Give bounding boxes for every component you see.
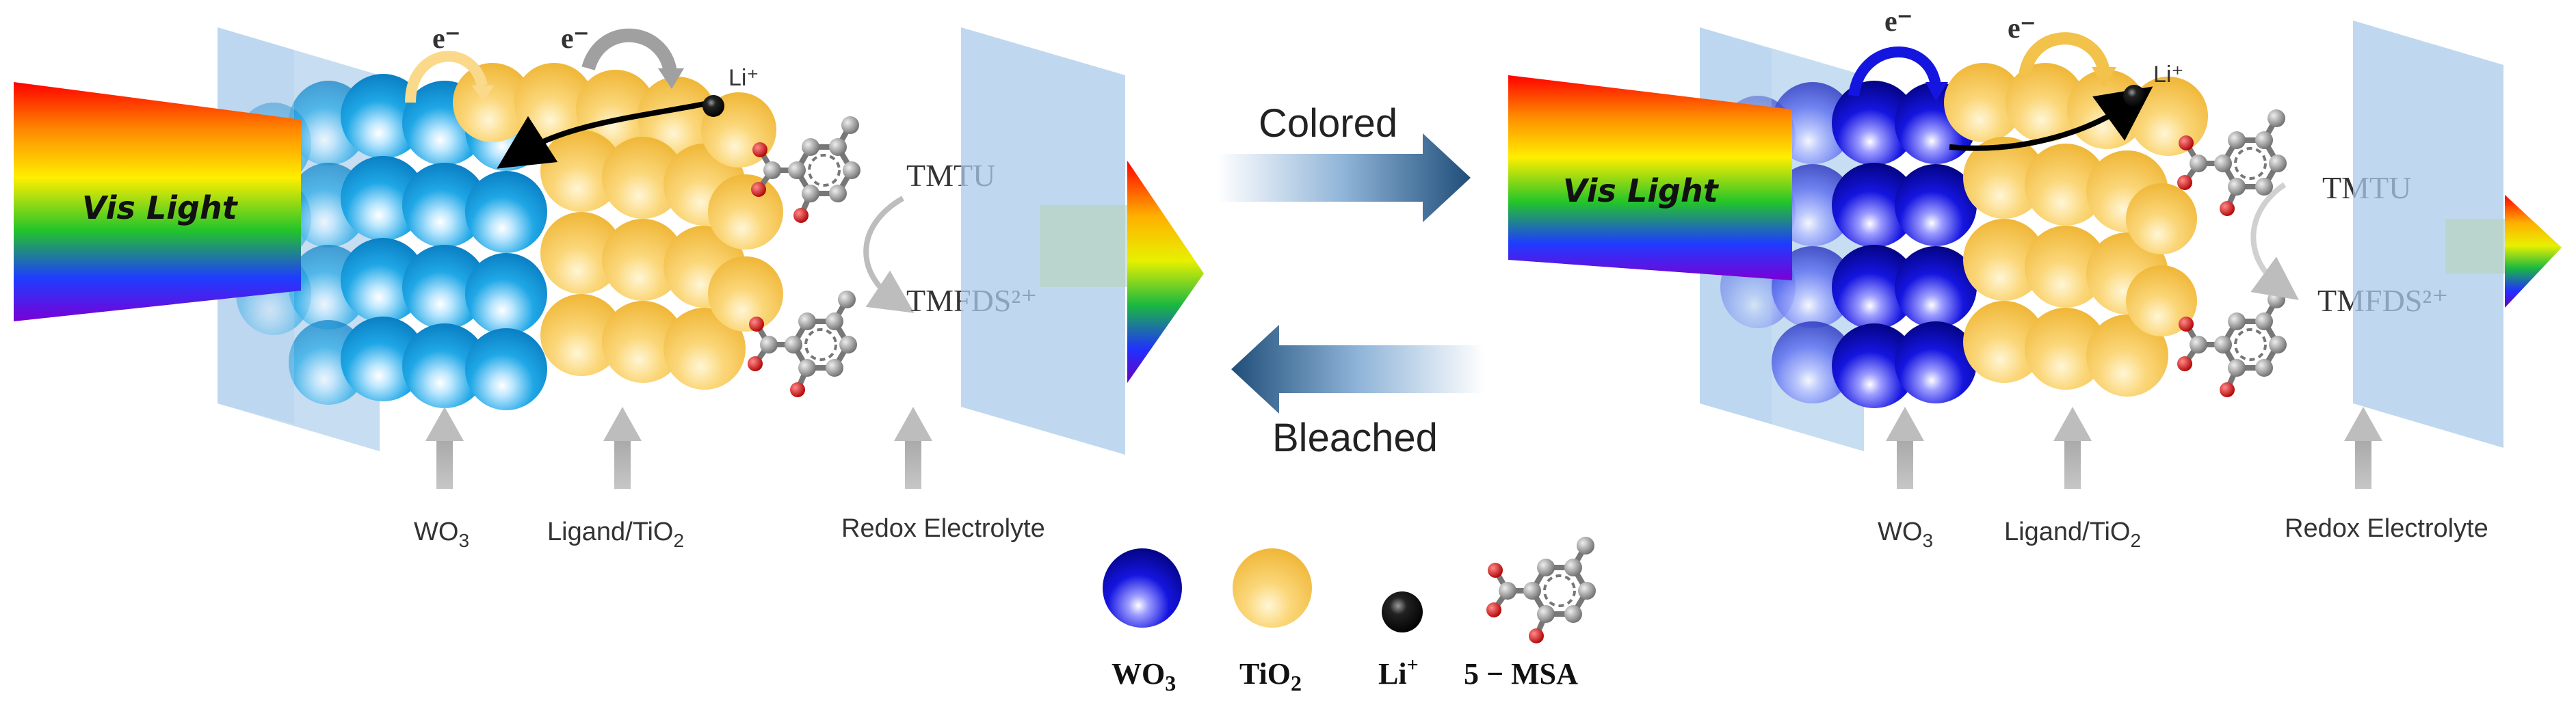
left-ligand-label: Ligand/TiO2 — [547, 518, 684, 551]
left-redox-arrow — [863, 196, 915, 313]
left-electron-arrow-1 — [405, 51, 488, 103]
right-redox-arrow — [2250, 182, 2299, 300]
right-electron-label-2: e⁻ — [2008, 13, 2036, 44]
right-vis-light-beam — [1508, 75, 1792, 280]
left-panel: Vis Light e⁻ e⁻ Li⁺ TMTU TMFDS²⁺ — [14, 23, 1204, 551]
right-wo3-label: WO3 — [1878, 518, 1933, 551]
right-li-label: Li⁺ — [2153, 62, 2183, 88]
center-state-arrows: Colored Bleached — [1218, 101, 1484, 460]
left-vis-light-beam — [14, 82, 301, 321]
left-li-ion — [702, 95, 724, 117]
colored-arrow — [1218, 133, 1471, 222]
legend-msa-label: 5 − MSA — [1464, 657, 1578, 691]
right-panel: Vis Light e⁻ e⁻ Li⁺ TMTU TMFDS²⁺ WO3 — [1508, 6, 2562, 551]
legend-li-swatch — [1382, 591, 1423, 632]
left-pointer-arrows — [425, 407, 932, 489]
bleached-arrow — [1231, 325, 1484, 414]
legend-tio2-label: TiO2 — [1239, 657, 1302, 695]
left-electrolyte-label: Redox Electrolyte — [841, 514, 1045, 543]
right-electron-arrow-1 — [1848, 46, 1941, 97]
right-electrolyte-label: Redox Electrolyte — [2285, 514, 2488, 543]
left-wo3-label: WO3 — [414, 518, 469, 551]
legend-wo3-swatch — [1103, 548, 1182, 628]
right-electron-arrow-2 — [2019, 32, 2110, 77]
right-ligand-label: Ligand/TiO2 — [2004, 518, 2141, 551]
left-wo3-layer — [236, 74, 547, 410]
left-electron-arrow-2 — [581, 28, 677, 74]
legend-li-label: Li+ — [1378, 654, 1419, 691]
left-tio2-layer — [453, 63, 783, 390]
right-vis-light-label: Vis Light — [1563, 172, 1720, 209]
right-li-migration-arrow — [1949, 86, 2153, 151]
left-li-label: Li⁺ — [728, 65, 759, 91]
right-electron-label-1: e⁻ — [1884, 6, 1913, 38]
colored-label: Colored — [1259, 101, 1397, 146]
bleached-label: Bleached — [1272, 416, 1438, 460]
right-glass-back — [2353, 21, 2503, 448]
right-output-light — [2505, 195, 2562, 308]
legend-tio2-swatch — [1233, 548, 1312, 628]
legend: WO3 TiO2 Li+ 5 − MSA — [1103, 537, 1596, 695]
left-vis-light-label: Vis Light — [82, 189, 239, 226]
right-pointer-arrows — [1886, 407, 2382, 489]
legend-msa-swatch — [1486, 537, 1596, 643]
left-electron-label-1: e⁻ — [432, 23, 460, 55]
right-li-ion — [2123, 85, 2145, 107]
left-li-migration-arrow — [497, 100, 712, 169]
right-tio2-layer — [1944, 63, 2208, 397]
legend-wo3-label: WO3 — [1112, 657, 1176, 695]
left-electron-label-2: e⁻ — [561, 23, 589, 55]
left-output-light — [1127, 161, 1204, 383]
